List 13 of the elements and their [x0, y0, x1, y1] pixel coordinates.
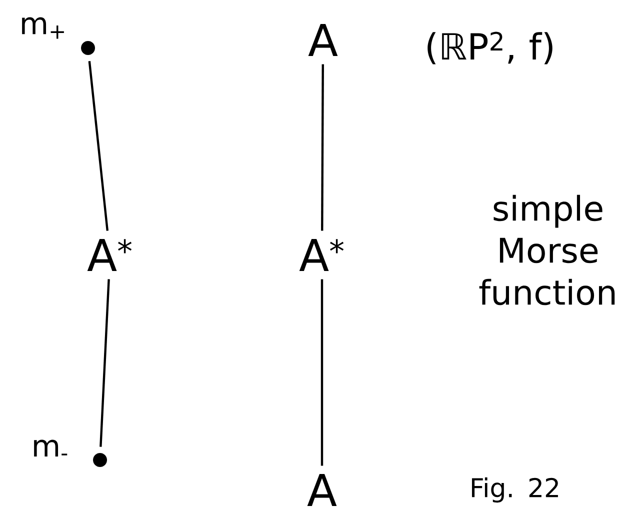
line: [321, 64, 324, 231]
point-label: m$_{+}$: [22, 17, 64, 39]
point-label: m$_{-}$: [34, 440, 68, 457]
letter-label: A: [308, 24, 338, 56]
figure-number: Fig. 22: [472, 477, 558, 503]
note-text: simple Morse function: [479, 194, 615, 306]
letter-label: A$^{*}$: [87, 238, 132, 272]
line: [320, 279, 324, 466]
letter-label: A: [307, 474, 337, 506]
line: [100, 279, 110, 447]
letter-label: A$^{*}$: [299, 238, 344, 272]
line: [88, 61, 109, 231]
space-label: (ℝP$^{2}$, f): [428, 32, 552, 64]
